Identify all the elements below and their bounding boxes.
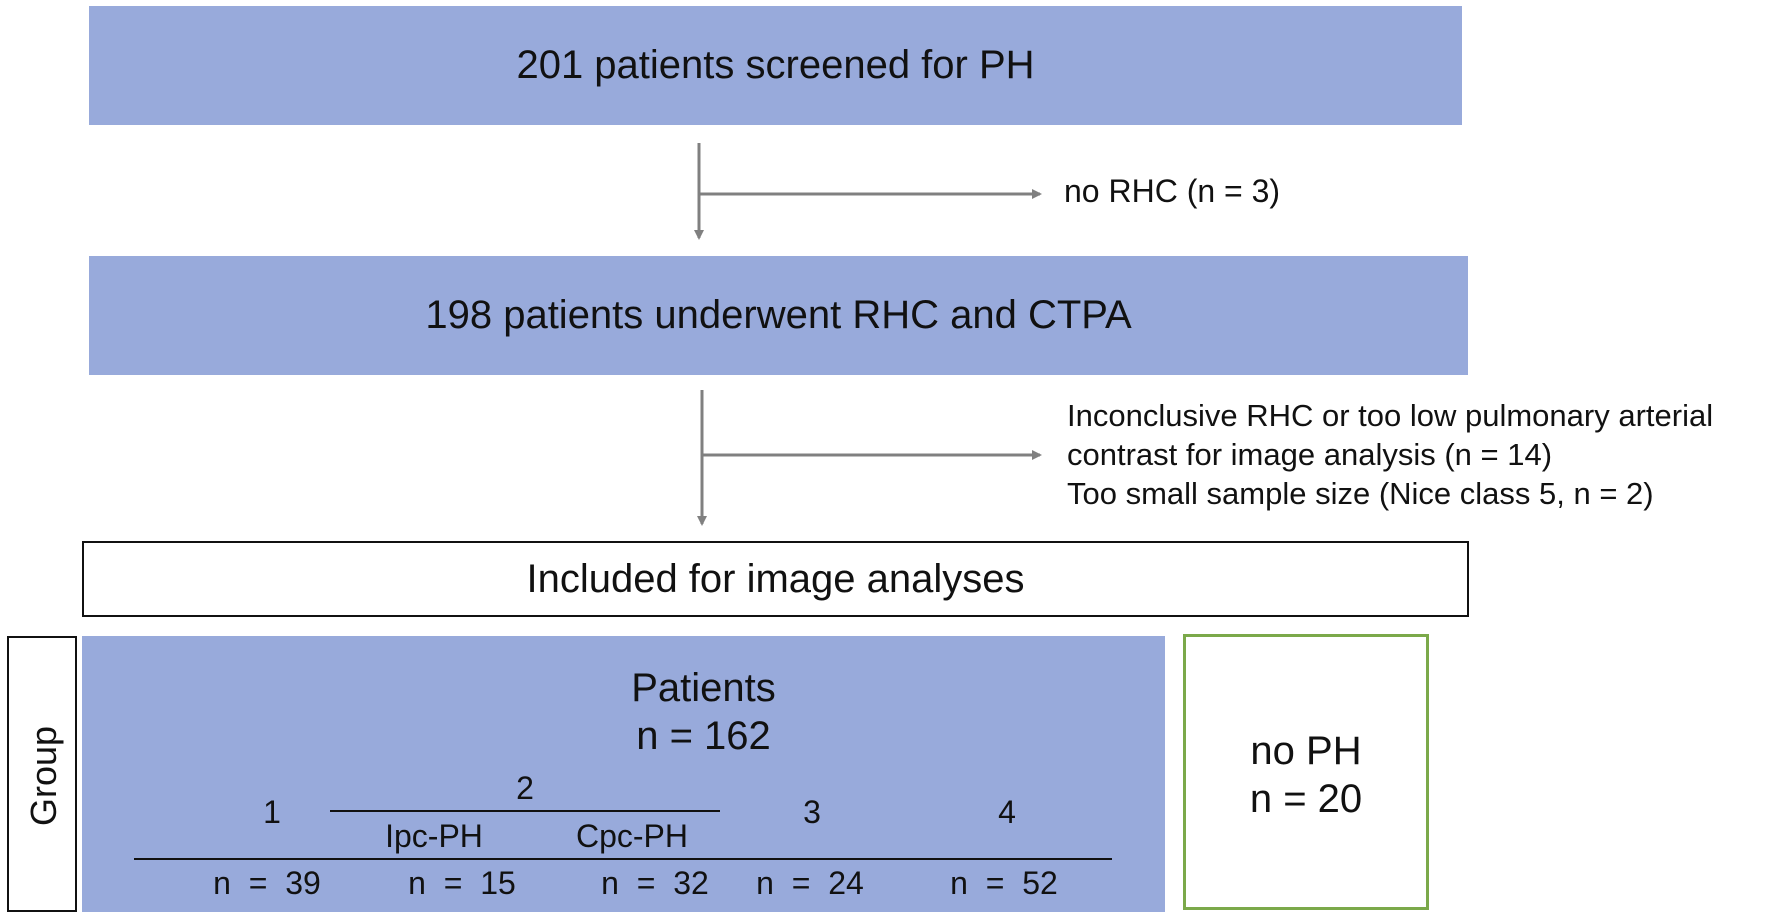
rhc-ctpa-text: 198 patients underwent RHC and CTPA [425,293,1132,337]
screened-text: 201 patients screened for PH [516,43,1035,87]
group-cpc-ph-count: n = 32 [601,865,709,901]
exclusion-inconclusive: Inconclusive RHC or too low pulmonary ar… [1067,396,1767,513]
group-3-count: n = 24 [756,865,864,901]
group-ipc-ph-label: Ipc-PH [385,818,483,854]
exclusion-no-rhc: no RHC (n = 3) [1064,173,1281,209]
group-label-box: Group [7,636,77,912]
group-1-count: n = 39 [213,865,321,901]
rhc-ctpa-box: 198 patients underwent RHC and CTPA [89,256,1468,375]
group-1-label: 1 [263,794,281,830]
group-cpc-ph-label: Cpc-PH [575,818,688,854]
group-2-label: 2 [516,770,534,806]
no-ph-box: no PH n = 20 [1183,634,1429,910]
group-3-label: 3 [803,794,821,830]
included-box: Included for image analyses [82,541,1469,617]
group-ipc-ph-count: n = 15 [408,865,516,901]
group-2-underline [330,810,720,812]
patients-count: n = 162 [636,714,771,758]
groups-divider [134,858,1112,860]
included-text: Included for image analyses [526,556,1025,601]
patients-title: Patients [631,666,776,710]
patients-box: Patients n = 162 2 1 Ipc-PH Cpc-PH 3 4 n… [82,636,1165,912]
exclusion-line-1: Inconclusive RHC or too low pulmonary ar… [1067,398,1714,433]
exclusion-line-3: Too small sample size (Nice class 5, n =… [1067,476,1654,511]
no-ph-count: n = 20 [1249,777,1363,821]
group-4-label: 4 [998,794,1016,830]
exclusion-line-2: contrast for image analysis (n = 14) [1067,437,1553,472]
group-4-count: n = 52 [950,865,1058,901]
no-ph-title: no PH [1250,729,1362,773]
group-label: Group [23,725,64,827]
screened-box: 201 patients screened for PH [89,6,1462,125]
